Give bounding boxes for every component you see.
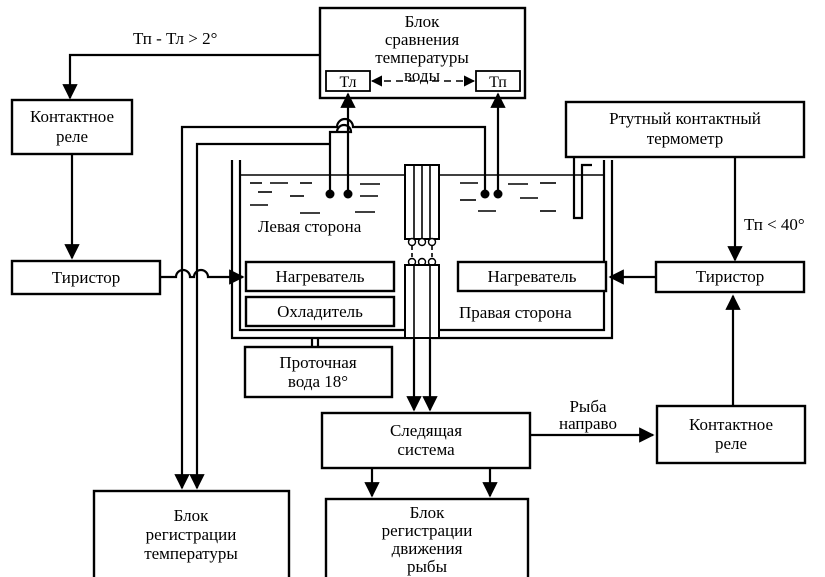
tank-right-wall-outer: [432, 160, 614, 340]
tank-right-wall-inner: [438, 160, 606, 332]
right-side-label: Правая сторона: [459, 303, 572, 322]
comparator-line4: воды: [404, 66, 441, 85]
condition-top-label: Тп - Тл > 2°: [133, 29, 217, 48]
thyristor-right-label: Тиристор: [696, 267, 764, 286]
temp-recording-wire-2: [189, 142, 330, 490]
fish-recording-line4: рыбы: [407, 557, 448, 576]
tank-left-wall-outer: [230, 160, 412, 340]
cooler-label: Охладитель: [277, 302, 363, 321]
heater-left-box: [244, 260, 396, 293]
relay-right-line1: Контактное: [689, 415, 773, 434]
comparator-line3: температуры: [375, 48, 469, 67]
tracking-line2: система: [397, 440, 455, 459]
comparator-to-relay-arrow: [62, 53, 320, 100]
heater-right-label: Нагреватель: [488, 267, 577, 286]
temp-wire-hop-a: [328, 123, 353, 172]
comparator-block: Блок сравнения температуры воды Тл Тп: [318, 6, 527, 100]
relay-right-block: Контактное реле: [655, 404, 807, 465]
thyristor-left-label: Тиристор: [52, 268, 120, 287]
comparator-line1: Блок: [405, 12, 441, 31]
fish-recording-line2: регистрации: [382, 521, 473, 540]
sensor-dot: [480, 189, 490, 199]
relay-right-line2: реле: [715, 434, 747, 453]
fish-recording-line3: движения: [392, 539, 463, 558]
cooler-box: [244, 295, 396, 328]
thermometer-line2: термометр: [647, 129, 724, 148]
fish-recording-line1: Блок: [410, 503, 446, 522]
relay-left-block: Контактное реле: [10, 98, 134, 156]
thermometer-line1: Ртутный контактный: [609, 109, 761, 128]
fish-right-line1: Рыба: [569, 397, 607, 416]
flow-water-block: Проточная вода 18°: [243, 338, 394, 399]
temp-recording-line1: Блок: [174, 506, 210, 525]
temp-recording-block: Блок регистрации температуры: [92, 489, 291, 577]
temp-recording-line2: регистрации: [146, 525, 237, 544]
fish-right-line2: направо: [559, 414, 617, 433]
temp-recording-line3: температуры: [144, 544, 238, 563]
sensor-left-label: Тл: [340, 74, 357, 91]
aquarium-tank: Левая сторона Правая сторона Нагреватель…: [230, 160, 614, 340]
sensor-dot: [493, 189, 503, 199]
flow-water-line2: вода 18°: [288, 372, 348, 391]
tracking-system-block: Следящая система: [320, 411, 532, 470]
sensor-dot: [343, 189, 353, 199]
sensor-dot: [325, 189, 335, 199]
relay-left-line1: Контактное: [30, 107, 114, 126]
mercury-thermometer-block: Ртутный контактный термометр: [564, 100, 806, 220]
heater-left-label: Нагреватель: [276, 267, 365, 286]
fish-recording-block: Блок регистрации движения рыбы: [324, 497, 530, 577]
flow-water-line1: Проточная: [279, 353, 357, 372]
thyristor-to-heater-arrow: [160, 268, 245, 285]
temp-recording-wire-1: [174, 117, 487, 490]
left-side-label: Левая сторона: [258, 217, 362, 236]
condition-right-label: Тп < 40°: [744, 215, 805, 234]
thermometer-probe: [572, 157, 592, 220]
relay-left-line2: реле: [56, 127, 88, 146]
central-partition: [404, 164, 440, 339]
tracking-line1: Следящая: [390, 421, 462, 440]
comparator-line2: сравнения: [385, 30, 459, 49]
tank-left-wall-inner: [238, 160, 405, 332]
heater-right-box: [456, 260, 608, 293]
sensor-right-label: Тп: [489, 74, 507, 91]
thyristor-left-block: Тиристор: [10, 259, 162, 296]
thyristor-right-block: Тиристор: [654, 260, 806, 294]
water-wave-marks: [250, 182, 556, 214]
